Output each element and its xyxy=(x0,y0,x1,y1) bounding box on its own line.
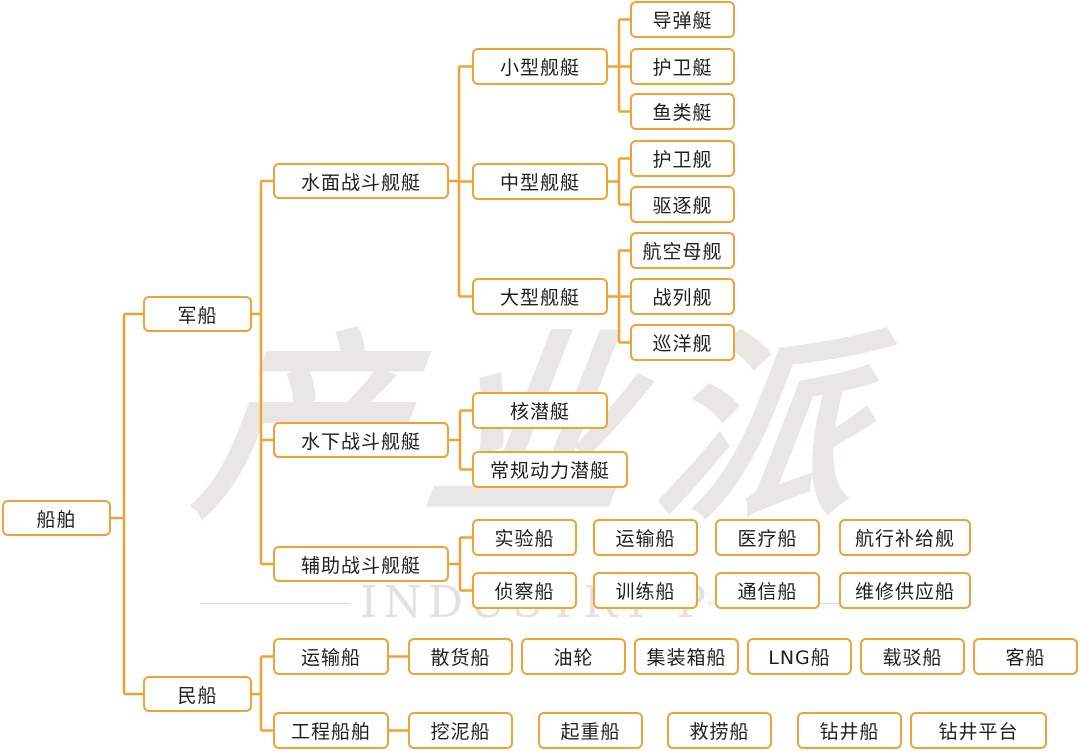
node-engineering: 工程船舶 xyxy=(273,712,389,749)
node-aux-transport: 运输船 xyxy=(593,519,698,556)
node-repair: 维修供应船 xyxy=(839,572,971,609)
node-carrier: 航空母舰 xyxy=(630,232,735,269)
node-missile-boat: 导弹艇 xyxy=(630,1,735,38)
node-drill-platform: 钻井平台 xyxy=(910,712,1047,749)
node-frigate: 护卫舰 xyxy=(630,140,735,177)
node-experiment: 实验船 xyxy=(472,519,577,556)
node-tanker: 油轮 xyxy=(521,638,626,675)
node-conventional-sub: 常规动力潜艇 xyxy=(472,451,628,488)
node-civil: 民船 xyxy=(143,676,252,712)
node-replenishment: 航行补给舰 xyxy=(839,519,971,556)
node-battleship: 战列舰 xyxy=(630,278,735,315)
node-comms: 通信船 xyxy=(715,572,820,609)
node-passenger: 客船 xyxy=(973,638,1078,675)
node-dredger: 挖泥船 xyxy=(408,712,513,749)
node-destroyer: 驱逐舰 xyxy=(630,186,735,223)
node-small: 小型舰艇 xyxy=(472,48,608,85)
node-military: 军船 xyxy=(143,296,252,332)
node-surface: 水面战斗舰艇 xyxy=(273,163,449,199)
node-barge: 载驳船 xyxy=(860,638,965,675)
node-auxiliary: 辅助战斗舰艇 xyxy=(273,546,449,582)
node-medical: 医疗船 xyxy=(715,519,820,556)
node-cruiser: 巡洋舰 xyxy=(630,324,735,361)
node-drillship: 钻井船 xyxy=(797,712,902,749)
node-container: 集装箱船 xyxy=(634,638,739,675)
node-bulk: 散货船 xyxy=(408,638,513,675)
node-underwater: 水下战斗舰艇 xyxy=(273,422,449,458)
node-civil-transport: 运输船 xyxy=(273,638,389,675)
watermark-line-left xyxy=(200,603,350,604)
node-torpedo-boat: 鱼类艇 xyxy=(630,93,735,130)
node-large: 大型舰艇 xyxy=(472,278,608,315)
node-root: 船舶 xyxy=(2,500,111,536)
node-crane: 起重船 xyxy=(538,712,643,749)
node-nuclear-sub: 核潜艇 xyxy=(472,392,608,429)
node-training: 训练船 xyxy=(593,572,698,609)
node-salvage: 救捞船 xyxy=(667,712,772,749)
node-patrol-boat: 护卫艇 xyxy=(630,48,735,85)
node-lng: LNG船 xyxy=(747,638,852,675)
node-recon: 侦察船 xyxy=(472,572,577,609)
node-medium: 中型舰艇 xyxy=(472,163,608,200)
